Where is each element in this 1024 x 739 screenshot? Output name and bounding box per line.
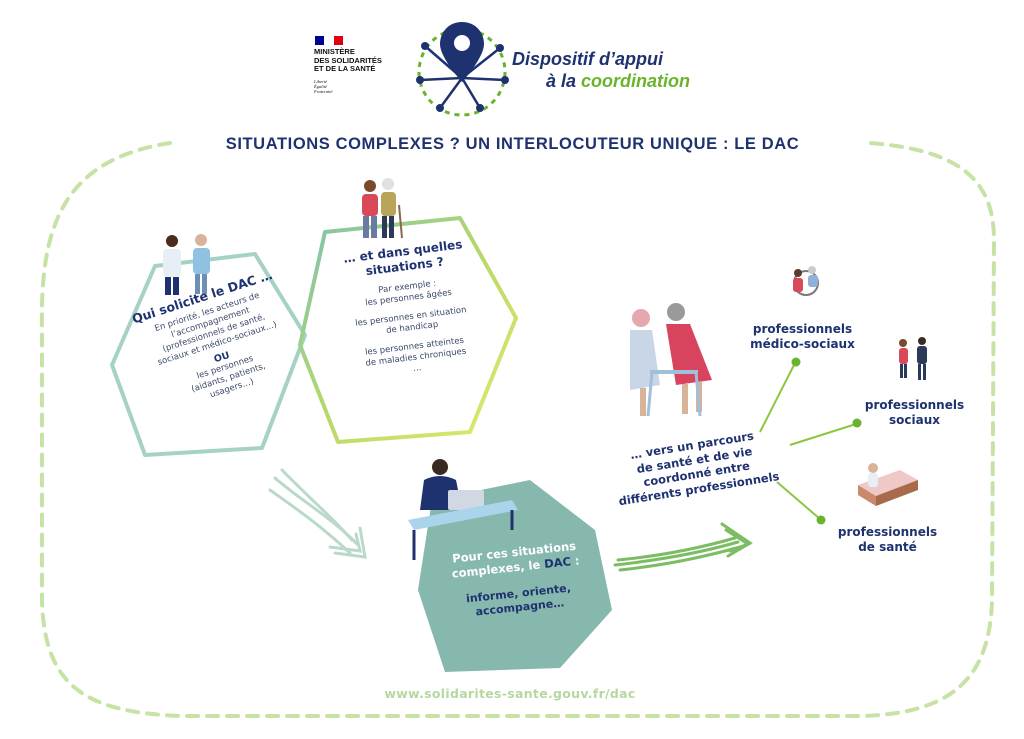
sante-line-1: professionnels <box>837 525 938 539</box>
center-hex-line-2-suffix: : <box>570 553 581 569</box>
right-hexagon-text: … et dans quelles situations ? Par exemp… <box>323 235 498 385</box>
doctor-patient-illustration <box>163 234 210 295</box>
ministry-line-3: ET DE LA SANTÉ <box>314 64 376 73</box>
center-hexagon-shape <box>418 480 612 672</box>
french-flag-icon <box>315 36 343 45</box>
republic-motto: Liberté Égalité Fraternité <box>314 79 354 94</box>
ministry-name: MINISTÈRE DES SOLIDARITÉS ET DE LA SANTÉ <box>314 47 414 74</box>
walker-couple-illustration <box>630 303 712 417</box>
sante-line-2: de santé <box>858 540 917 554</box>
coordinator-at-desk-illustration <box>408 459 518 560</box>
medico-social-illustration <box>793 266 819 296</box>
label-sociaux: professionnels sociaux <box>852 398 977 428</box>
arrow-left <box>268 468 367 559</box>
right-hexagon-list: Par exemple : les personnes âgées les pe… <box>327 272 497 384</box>
motto-line-3: Fraternité <box>314 89 333 94</box>
brand-line-2-highlight: coordination <box>581 71 691 91</box>
right-hexagon-outline <box>298 216 518 444</box>
left-hexagon-outline <box>110 252 307 457</box>
sociaux-line-1: professionnels <box>864 398 965 412</box>
elderly-couple-illustration <box>362 178 403 239</box>
motto-line-1: Liberté <box>314 79 327 84</box>
brand-line-1: Dispositif d’appui <box>512 49 663 69</box>
sociaux-line-2: sociaux <box>889 413 940 427</box>
connector-sante <box>776 481 821 520</box>
label-sante: professionnels de santé <box>825 525 950 555</box>
social-illustration <box>899 337 927 380</box>
center-hex-dac: DAC <box>543 554 572 572</box>
connector-medico <box>759 362 796 433</box>
connector-sociaux <box>789 423 857 446</box>
dashed-border <box>39 141 997 718</box>
medico-line-2: médico-sociaux <box>750 337 855 351</box>
brand-name: Dispositif d’appui à la coordination <box>512 48 742 92</box>
brand-line-2-prefix: à la <box>546 71 582 91</box>
arrow-right <box>613 522 753 572</box>
ministry-line-1: MINISTÈRE <box>314 47 355 56</box>
main-title: SITUATIONS COMPLEXES ? UN INTERLOCUTEUR … <box>225 135 800 153</box>
dac-logo-graphic <box>416 22 509 117</box>
medico-line-1: professionnels <box>752 322 853 336</box>
health-illustration <box>858 463 918 506</box>
footer-url[interactable]: www.solidarites-sante.gouv.fr/dac <box>384 686 636 701</box>
label-medico-sociaux: professionnels médico-sociaux <box>740 322 865 352</box>
brand-line-2: à la coordination <box>512 70 742 92</box>
ministry-line-2: DES SOLIDARITÉS <box>314 55 382 65</box>
motto-line-2: Égalité <box>314 84 327 89</box>
